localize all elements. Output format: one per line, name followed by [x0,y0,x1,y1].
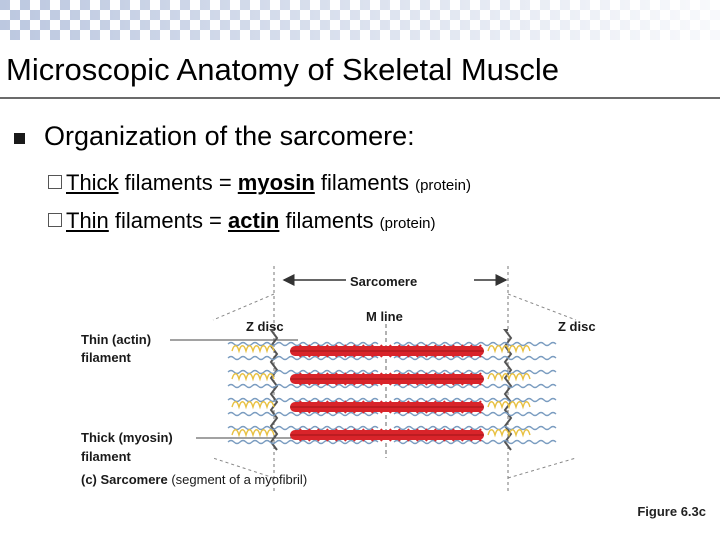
actin-strand [227,341,379,347]
expansion-line-left-bottom [212,457,275,479]
protein-note: (protein) [415,177,471,194]
titin-coil-left [231,345,275,354]
protein-note: (protein) [379,215,436,232]
protein-actin: actin [228,208,280,233]
actin-strand [393,355,557,361]
actin-strand [227,425,379,431]
diagram-caption-suffix: (segment of a myofibril) [168,472,307,487]
subbullet-text: filaments [314,170,416,195]
actin-strand [393,369,557,375]
subbullet-thin: Thin filaments = actin filaments (protei… [48,208,436,234]
diagram-caption-prefix: (c) Sarcomere [81,472,168,487]
myosin-filaments [290,346,484,440]
titin-coils [231,345,531,438]
subbullet-text: filaments [279,208,380,233]
sarcomere-diagram: Sarcomere M line Z disc Z disc Thin (act… [81,266,596,492]
actin-strand [227,355,379,361]
actin-strand [393,425,557,431]
titin-coil-right [487,429,531,438]
main-bullet-text: Organization of the sarcomere: [44,121,415,151]
titin-coil-left [231,373,275,382]
actin-strand [393,341,557,347]
actin-strand [227,369,379,375]
thin-filament-label-line2: filament [81,350,132,365]
actin-strand [393,383,557,389]
z-disc-left [269,329,279,451]
figure-caption: Figure 6.3c [637,504,706,519]
titin-coil-left [231,401,275,410]
titin-coil-right [487,345,531,354]
expansion-line-right-bottom [507,457,577,479]
thin-filament-label-line1: Thin (actin) [81,332,151,347]
thick-filament-label-line1: Thick (myosin) [81,430,173,445]
actin-strand [227,383,379,389]
m-line-label: M line [366,309,403,324]
term-thick: Thick [66,170,119,195]
actin-strand [227,439,379,445]
header-checker-pattern [0,0,720,40]
titin-coil-left [231,429,275,438]
sarcomere-label: Sarcomere [350,274,417,289]
actin-strand [227,397,379,403]
subbullet-text: filaments = [118,170,238,195]
actin-strand [393,411,557,417]
diagram-caption: (c) Sarcomere (segment of a myofibril) [81,472,307,487]
checkbox-bullet-icon [48,175,62,189]
actin-filaments [227,341,557,445]
expansion-line-left-top [212,293,275,321]
z-disc-label-right: Z disc [558,319,596,334]
subbullet-text: filaments = [108,208,229,233]
slide-title: Microscopic Anatomy of Skeletal Muscle [6,52,560,87]
bullet-square-icon [14,133,25,144]
actin-strand [227,411,379,417]
protein-myosin: myosin [237,170,315,195]
actin-strand [393,439,557,445]
subbullet-thick: Thick filaments = myosin filaments (prot… [48,170,471,196]
checkbox-bullet-icon [48,213,62,227]
titin-coil-right [487,373,531,382]
z-disc-label-left: Z disc [246,319,284,334]
actin-strand [393,397,557,403]
title-divider [0,97,720,99]
term-thin: Thin [66,208,109,233]
titin-coil-right [487,401,531,410]
thick-filament-label-line2: filament [81,449,132,464]
expansion-line-right-top [507,293,577,321]
